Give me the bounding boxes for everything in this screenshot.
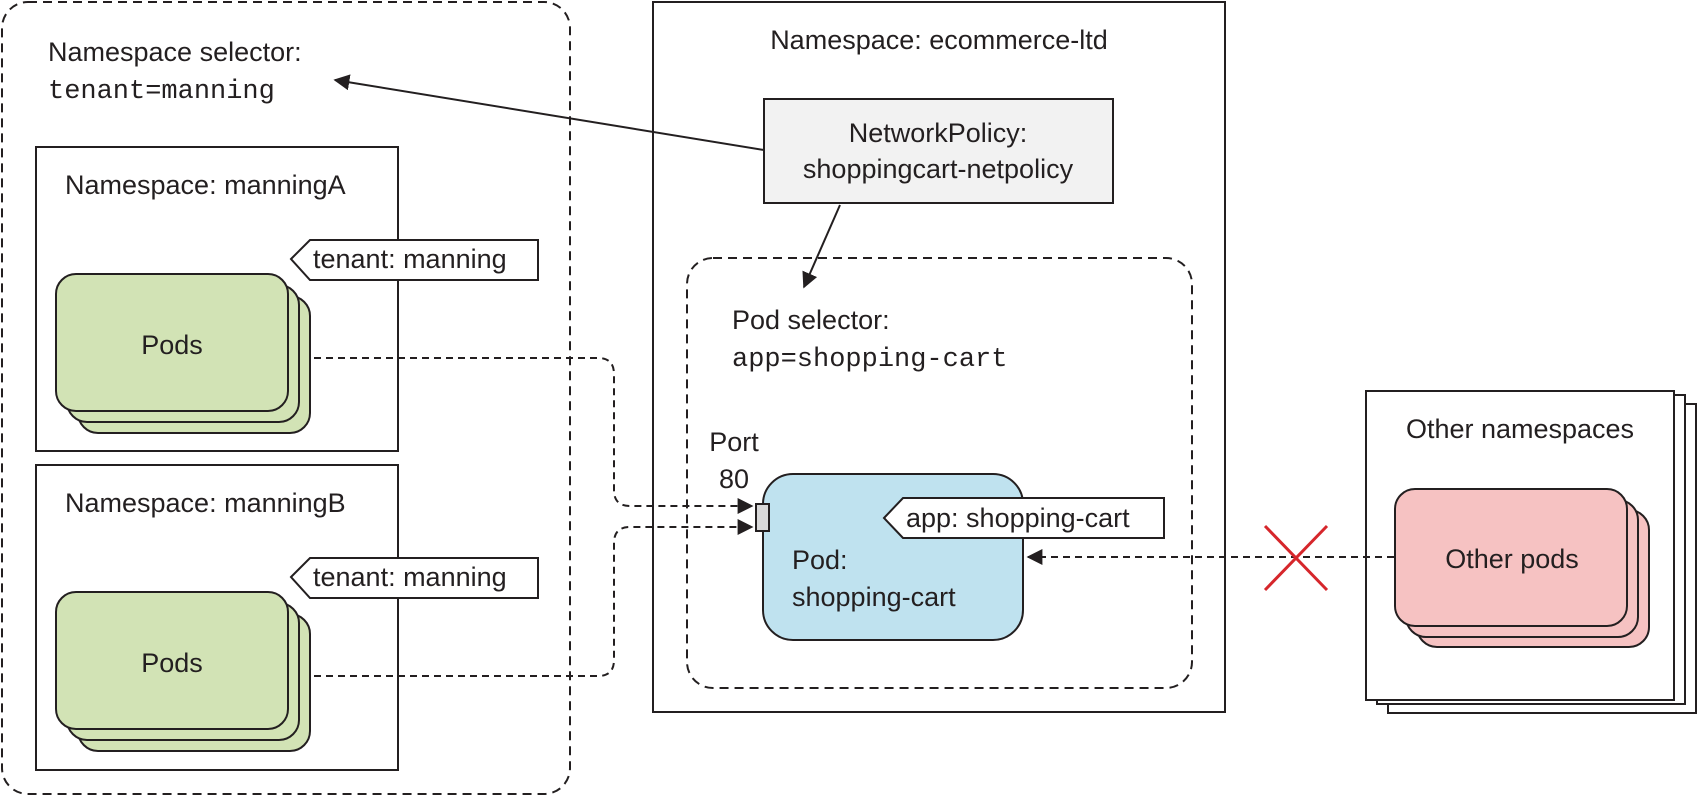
other-pods-label: Other pods [1445, 544, 1579, 574]
network-policy-line1: NetworkPolicy: [849, 118, 1028, 148]
other-namespaces: Other namespaces Other pods [1365, 390, 1697, 714]
namespace-manningb-label-tag [289, 557, 539, 599]
other-pods-stack-front [1394, 488, 1628, 627]
pods-label: Pods [141, 330, 203, 360]
namespace-manninga-label: tenant: manning [313, 244, 507, 274]
namespace-selector-title: Namespace selector: [48, 37, 302, 67]
namespace-manningb-label: tenant: manning [313, 562, 507, 592]
pod-label-tag [882, 497, 1165, 539]
pod-selector-region [686, 257, 1193, 689]
port-80-connector [755, 503, 770, 532]
manninga-to-port-connection [314, 357, 754, 514]
namespace-manningb: Namespace: manningB tenant: manning Pods [35, 464, 539, 771]
namespace-manninga-title: Namespace: manningA [65, 170, 346, 200]
pod-name-line1: Pod: [792, 545, 848, 575]
port-label-line1: Port [709, 427, 759, 457]
connectors [314, 74, 1394, 677]
x-cross-icon [1263, 524, 1329, 592]
policy-to-namespace-selector-arrow [333, 74, 765, 151]
pod-name-line2: shopping-cart [792, 582, 956, 612]
namespace-selector-value: tenant=manning [48, 77, 275, 107]
pods-label: Pods [141, 648, 203, 678]
pod-selector-title: Pod selector: [732, 305, 890, 335]
pod-selector-value: app=shopping-cart [732, 345, 1007, 375]
policy-to-pod-selector-arrow [802, 204, 841, 289]
pod-label: app: shopping-cart [906, 503, 1130, 533]
manningb-to-port-connection [314, 519, 754, 677]
namespace-ecommerce: Namespace: ecommerce-ltd NetworkPolicy: … [652, 1, 1226, 713]
namespace-manningb-title: Namespace: manningB [65, 488, 346, 518]
namespace-selector-group: Namespace selector: tenant=manning [1, 1, 571, 795]
namespace-manninga-label-tag [289, 239, 539, 281]
port-label-line2: 80 [719, 464, 749, 494]
namespace-ecommerce-title: Namespace: ecommerce-ltd [770, 25, 1108, 55]
namespace-selector-region [1, 1, 571, 795]
pods-stack-front [55, 591, 289, 730]
network-policy-box [763, 98, 1114, 204]
network-policy-line2: shoppingcart-netpolicy [803, 154, 1074, 184]
namespace-manninga: Namespace: manningA tenant: manning Pods [35, 146, 539, 452]
pods-stack-front [55, 273, 289, 412]
other-namespaces-title: Other namespaces [1406, 414, 1634, 444]
